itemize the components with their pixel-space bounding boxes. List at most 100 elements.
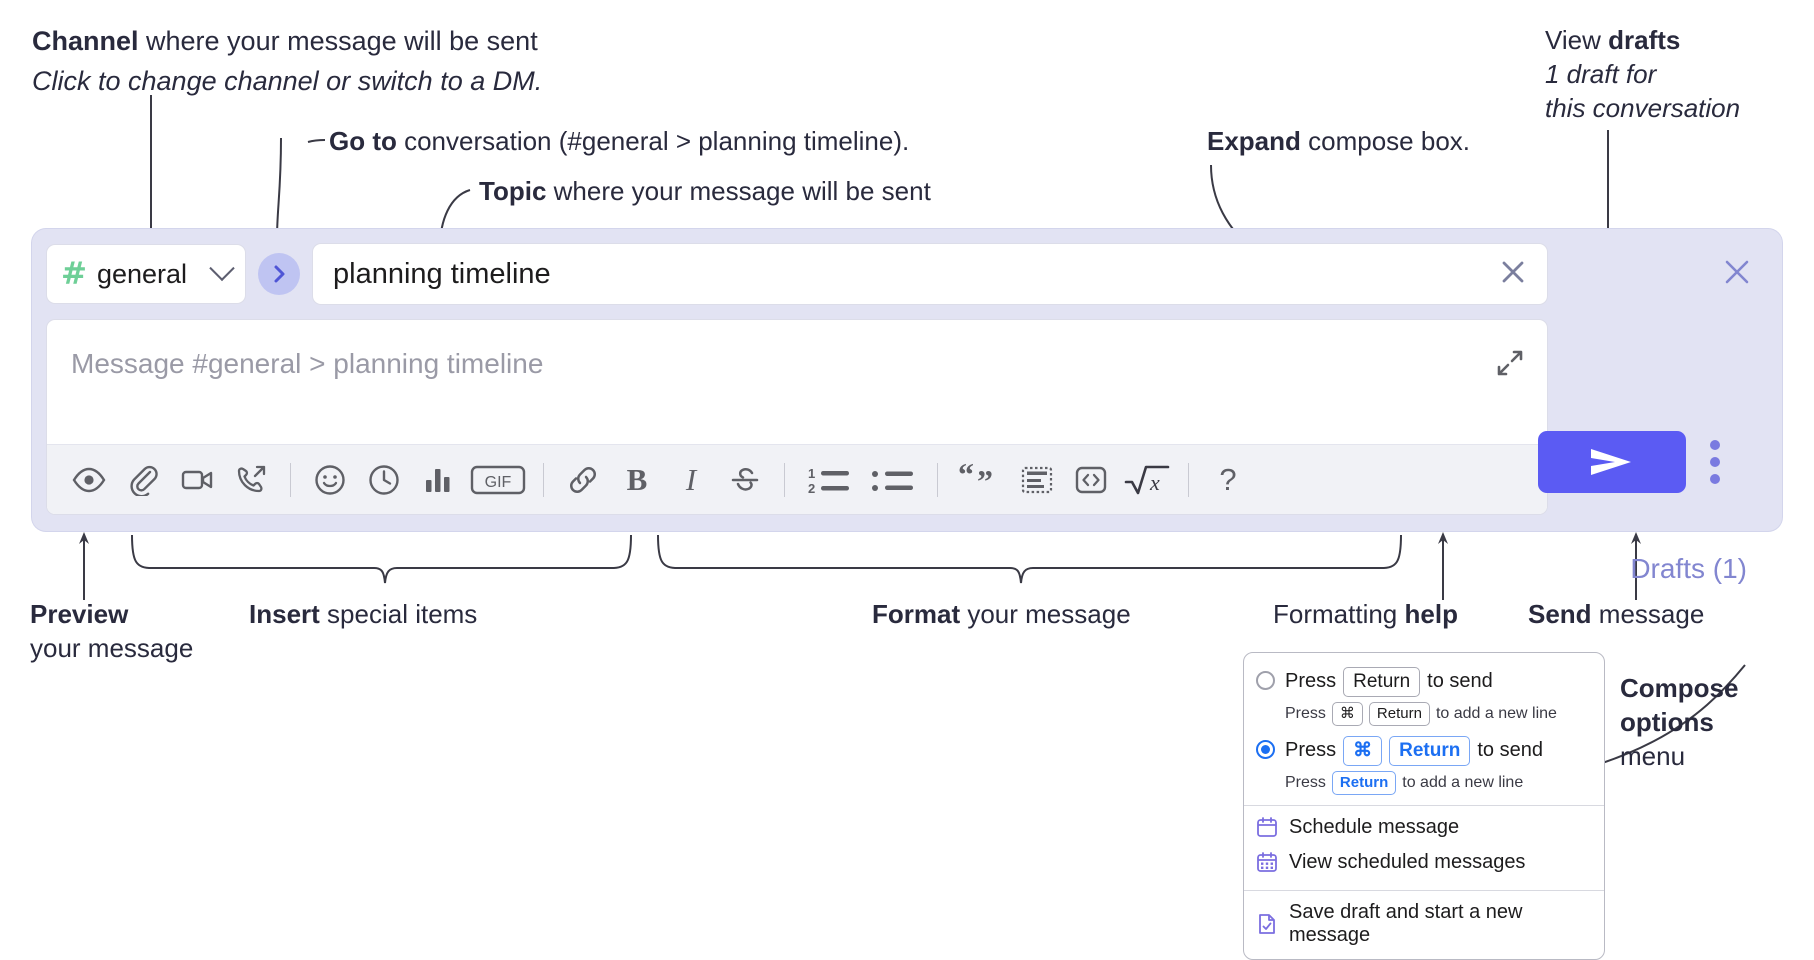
annotation-format-bold: Format (872, 599, 961, 629)
topic-field[interactable]: planning timeline (312, 243, 1548, 305)
annotation-expand: Expand compose box. (1207, 125, 1607, 159)
compose-options-menu-button[interactable] (1700, 439, 1730, 485)
save-draft-icon (1259, 913, 1275, 934)
option1-pre: Press (1285, 670, 1337, 693)
code-icon[interactable] (1065, 454, 1117, 506)
italic-icon[interactable]: I (685, 461, 697, 497)
svg-text:1: 1 (808, 466, 815, 481)
huddle-icon[interactable] (225, 454, 277, 506)
annotation-drafts-line2: 1 draft for (1545, 58, 1657, 89)
annotation-topic: Topic where your message will be sent (479, 175, 1199, 209)
calendar-grid-icon (1257, 852, 1277, 873)
kebab-dot (1710, 474, 1720, 484)
video-icon[interactable] (171, 454, 223, 506)
annotation-compose-options: Compose options menu (1620, 672, 1810, 773)
strikethrough-icon[interactable] (719, 454, 771, 506)
help-icon[interactable]: ? (1219, 461, 1237, 497)
menu-item-label: Save draft and start a new message (1289, 900, 1523, 946)
chevron-down-icon (209, 255, 235, 282)
poll-icon[interactable] (412, 454, 464, 506)
emoji-icon[interactable] (304, 454, 356, 506)
attachment-icon[interactable] (117, 454, 169, 506)
annotation-preview-line2: your message (30, 632, 194, 663)
option2-post: to send (1477, 739, 1543, 762)
annotation-send-rest: message (1591, 599, 1705, 629)
compose-panel: Drafts (1) # general planning timeline (32, 229, 1782, 584)
key-return: Return (1368, 701, 1430, 726)
channel-name-label: general (96, 258, 188, 289)
channel-selector[interactable]: # general (46, 244, 246, 304)
annotation-help-bold: help (1404, 599, 1458, 629)
annotation-insert-bold: Insert (249, 599, 320, 629)
annotation-insert: Insert special items (249, 598, 579, 632)
menu-item-schedule-message[interactable]: Schedule message (1244, 810, 1604, 845)
annotation-drafts-pre: View (1545, 25, 1609, 55)
menu-divider (1244, 889, 1604, 891)
radio-selected[interactable] (1256, 739, 1275, 759)
annotation-send: Send message (1528, 598, 1788, 632)
topic-value: planning timeline (333, 257, 551, 290)
annotation-insert-rest: special items (319, 599, 478, 629)
send-icon (1591, 449, 1631, 475)
menu-item-label: Schedule message (1289, 815, 1460, 838)
annotation-format-rest: your message (960, 599, 1131, 629)
goto-conversation-button[interactable] (258, 253, 300, 295)
toolbar-divider (290, 462, 291, 497)
annotation-goto-rest: conversation (#general > planning timeli… (396, 126, 910, 156)
bold-icon[interactable]: B (626, 461, 648, 497)
send-option-cmd-return-hint: Press Return to add a new line (1285, 770, 1604, 795)
toolbar-divider (784, 462, 785, 497)
code-block-icon[interactable] (1011, 454, 1063, 506)
drafts-link[interactable]: Drafts (1) (1630, 553, 1747, 584)
compose-options-menu: Press Return to send Press ⌘ Return to a… (1243, 652, 1605, 960)
option1-sub-pre: Press (1285, 704, 1326, 722)
send-button[interactable] (1538, 431, 1686, 493)
expand-compose-icon[interactable] (1495, 348, 1525, 383)
bullet-list-icon[interactable] (862, 454, 924, 506)
annotation-drafts: View drafts 1 draft for this conversatio… (1545, 24, 1814, 125)
hash-icon: # (61, 255, 87, 292)
kebab-dot (1710, 457, 1720, 467)
send-option-return-hint: Press ⌘ Return to add a new line (1285, 701, 1604, 726)
option2-pre: Press (1285, 739, 1337, 762)
chevron-right-icon (274, 265, 285, 283)
svg-text:GIF: GIF (485, 474, 512, 491)
close-compose-icon[interactable] (1722, 257, 1752, 292)
clear-topic-icon[interactable] (1497, 256, 1529, 293)
link-icon[interactable] (557, 454, 609, 506)
send-option-return[interactable]: Press Return to send (1244, 661, 1604, 697)
preview-icon[interactable] (63, 454, 115, 506)
annotation-channel-bold: Channel (32, 26, 139, 56)
svg-text:2: 2 (808, 481, 815, 496)
clock-icon[interactable] (358, 454, 410, 506)
message-input-box[interactable]: Message #general > planning timeline (46, 319, 1548, 515)
annotation-compose-bold1: Compose (1620, 673, 1739, 703)
svg-text:”: ” (977, 463, 993, 497)
key-command: ⌘ (1343, 735, 1383, 766)
annotation-drafts-line3: this conversation (1545, 92, 1741, 123)
annotation-channel: Channel where your message will be sent … (32, 24, 672, 99)
toolbar-divider (543, 462, 544, 497)
annotation-compose-bold2: options (1620, 706, 1714, 737)
menu-item-view-scheduled[interactable]: View scheduled messages (1244, 845, 1604, 880)
option2-sub-post: to add a new line (1402, 773, 1524, 791)
annotation-compose-rest: menu (1620, 740, 1686, 771)
math-icon[interactable]: x (1119, 454, 1175, 506)
annotation-goto: Go to conversation (#general > planning … (329, 125, 1049, 159)
annotation-expand-rest: compose box. (1300, 126, 1471, 156)
calendar-icon (1257, 817, 1277, 838)
gif-icon[interactable]: GIF (466, 454, 530, 506)
key-return: Return (1389, 735, 1471, 766)
send-option-cmd-return[interactable]: Press ⌘ Return to send (1244, 730, 1604, 766)
radio-unselected[interactable] (1256, 671, 1275, 690)
menu-item-save-draft[interactable]: Save draft and start a new message (1244, 895, 1604, 953)
blockquote-icon[interactable]: “” (951, 454, 1009, 506)
formatting-toolbar: GIF B I (47, 444, 1547, 514)
annotation-drafts-bold: drafts (1608, 25, 1681, 55)
key-return: Return (1331, 770, 1397, 795)
svg-text:x: x (1149, 470, 1160, 495)
option2-sub-pre: Press (1285, 773, 1326, 791)
menu-divider (1244, 804, 1604, 806)
